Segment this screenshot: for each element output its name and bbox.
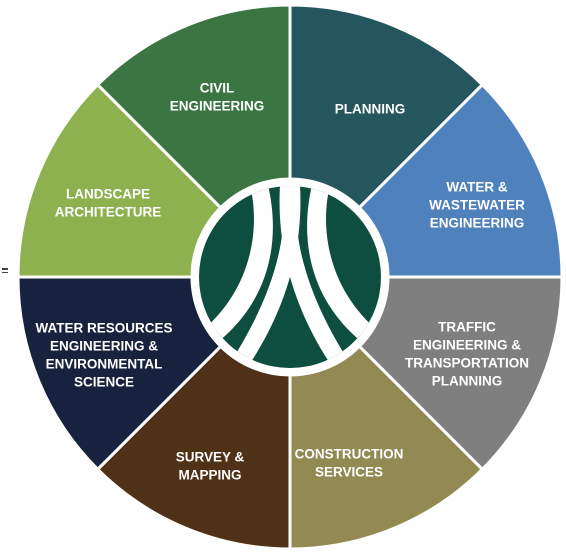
segment-label-traffic: TRAFFIC ENGINEERING & TRANSPORTATION PLANNI…	[405, 320, 529, 389]
segment-label-line: SURVEY &	[176, 450, 245, 465]
company-logo-icon	[192, 179, 388, 375]
segment-label-line: TRAFFIC	[438, 320, 496, 335]
segment-label-survey: SURVEY & MAPPING	[176, 450, 245, 483]
segment-label-line: WATER &	[446, 180, 507, 195]
logo-band	[199, 186, 273, 355]
segment-label-water-resources: WATER RESOURCES ENGINEERING & ENVIRONMENTA…	[35, 321, 172, 390]
segment-label-line: PLANNING	[432, 374, 503, 389]
edge-mark	[2, 268, 8, 278]
segment-label-line: SCIENCE	[74, 375, 134, 390]
segment-label-line: TRANSPORTATION	[405, 356, 529, 371]
logo-band	[307, 186, 381, 355]
logo-band	[279, 186, 358, 368]
segment-label-line: LANDSCAPE	[66, 187, 150, 202]
segment-label-line: WASTEWATER	[429, 198, 525, 213]
segment-label-civil: CIVIL ENGINEERING	[170, 81, 265, 114]
segment-label-line: CIVIL	[200, 81, 235, 96]
segment-label-landscape: LANDSCAPE ARCHITECTURE	[55, 187, 162, 220]
segment-label-line: SERVICES	[315, 465, 383, 480]
segment-label-construction: CONSTRUCTION SERVICES	[295, 447, 404, 480]
segment-label-line: ENGINEERING &	[413, 338, 521, 353]
segment-label-line: WATER RESOURCES	[35, 321, 172, 336]
segment-label-line: MAPPING	[178, 468, 241, 483]
segment-label-line: ENGINEERING	[170, 99, 265, 114]
segment-label-line: ARCHITECTURE	[55, 205, 162, 220]
segment-label-line: ENVIRONMENTAL	[46, 357, 163, 372]
wheel-labels: PLANNING WATER & WASTEWATER ENGINEERING TRAF…	[35, 81, 529, 483]
segment-label-planning: PLANNING	[335, 102, 406, 117]
wheel-segments	[16, 3, 564, 551]
segment-label-line: CONSTRUCTION	[295, 447, 404, 462]
segment-label-line: ENGINEERING	[430, 216, 525, 231]
segment-label-line: PLANNING	[335, 102, 406, 117]
segment-label-water-wastewater: WATER & WASTEWATER ENGINEERING	[429, 180, 525, 231]
segment-label-line: ENGINEERING &	[50, 339, 158, 354]
